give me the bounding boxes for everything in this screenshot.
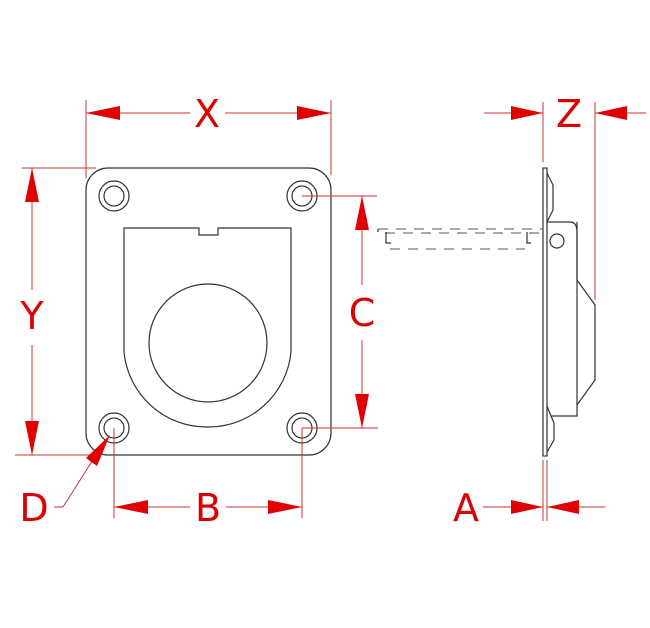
dimension-b: B: [113, 428, 303, 530]
dimension-x: X: [85, 92, 332, 178]
dimension-z: Z: [484, 92, 646, 300]
dimension-label-b: B: [195, 486, 221, 530]
dimension-label-a: A: [453, 486, 479, 530]
side-flange: [542, 167, 548, 457]
dimension-label-d: D: [19, 486, 48, 530]
dimension-y: Y: [15, 167, 98, 456]
arrowhead: [268, 500, 302, 514]
front-view: [85, 167, 332, 456]
arrowhead: [511, 106, 543, 120]
mounting-plate: [85, 167, 332, 456]
arrowhead: [25, 168, 39, 202]
mounting-hole-top-left: [98, 180, 130, 212]
arrowhead: [297, 106, 331, 120]
arrowhead: [114, 500, 148, 514]
dimension-label-x: X: [194, 92, 220, 136]
recess-outline: [123, 227, 292, 428]
pivot-hole: [549, 233, 565, 249]
dimension-c: C: [302, 195, 378, 429]
arrowhead: [547, 500, 579, 514]
dimension-label-y: Y: [19, 294, 44, 338]
arrowhead: [25, 421, 39, 455]
dimension-label-z: Z: [556, 92, 582, 136]
arrowhead: [595, 106, 627, 120]
ring-swung-hidden-lines: [377, 228, 543, 250]
lift-ring: [148, 283, 268, 403]
arrowhead: [355, 196, 369, 230]
dimension-d: D: [19, 435, 110, 530]
dimension-label-c: C: [349, 291, 376, 335]
arrowhead: [86, 106, 120, 120]
arrowhead: [86, 435, 110, 466]
arrowhead: [511, 500, 543, 514]
arrowhead: [355, 394, 369, 428]
side-view: [377, 167, 596, 457]
side-body: [546, 221, 596, 417]
dimension-a: A: [453, 460, 605, 530]
